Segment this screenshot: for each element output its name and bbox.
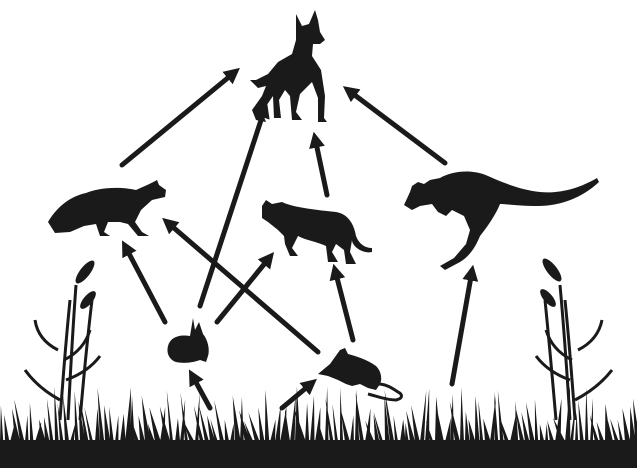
rat-icon <box>318 348 402 400</box>
arrow-grass-to-rabbit <box>192 375 210 408</box>
grass-icon <box>0 386 637 468</box>
kangaroo-icon <box>404 172 599 270</box>
feral-cat-icon <box>262 200 372 264</box>
arrow-rat-to-cat <box>335 270 353 340</box>
arrow-rabbit-to-fox <box>125 246 165 322</box>
arrow-cat-to-dingo <box>315 138 327 195</box>
left-cattails-icon <box>72 258 98 311</box>
dingo-icon <box>250 10 327 122</box>
right-reeds-icon <box>536 285 612 420</box>
rabbit-icon <box>167 318 208 363</box>
arrow-fox-to-dingo <box>122 72 235 165</box>
arrow-rabbit-to-cat <box>217 257 270 322</box>
arrow-kangaroo-to-dingo <box>348 90 445 163</box>
fox-icon <box>48 180 166 236</box>
arrow-grass-to-kangaroo <box>452 271 472 384</box>
